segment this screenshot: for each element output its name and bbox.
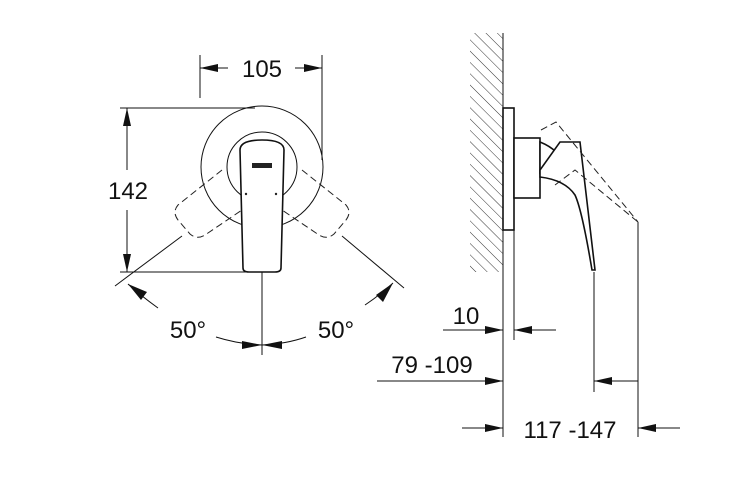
front-view: 105 142 [108,55,405,355]
lever-handle [239,139,285,273]
side-view: 10 79 -109 117 -147 [377,33,680,444]
handle-alt-positions [174,169,350,238]
logo [252,163,272,168]
projection-label: 117 -147 [524,417,617,444]
height-dimension: 142 [108,107,255,273]
angle-left-label: 50° [170,317,206,344]
body-side [513,137,541,199]
wall-hatch [470,33,503,272]
width-dimension: 105 [199,55,323,160]
width-label: 105 [242,56,282,83]
wall-depth-label: 79 -109 [391,352,472,379]
angle-right-label: 50° [318,317,354,344]
rosette-side [502,107,515,231]
lever-side [539,141,596,271]
height-label: 142 [108,178,148,205]
plate-depth-label: 10 [453,303,480,330]
angle-dimension: 50° 50° [114,235,405,355]
